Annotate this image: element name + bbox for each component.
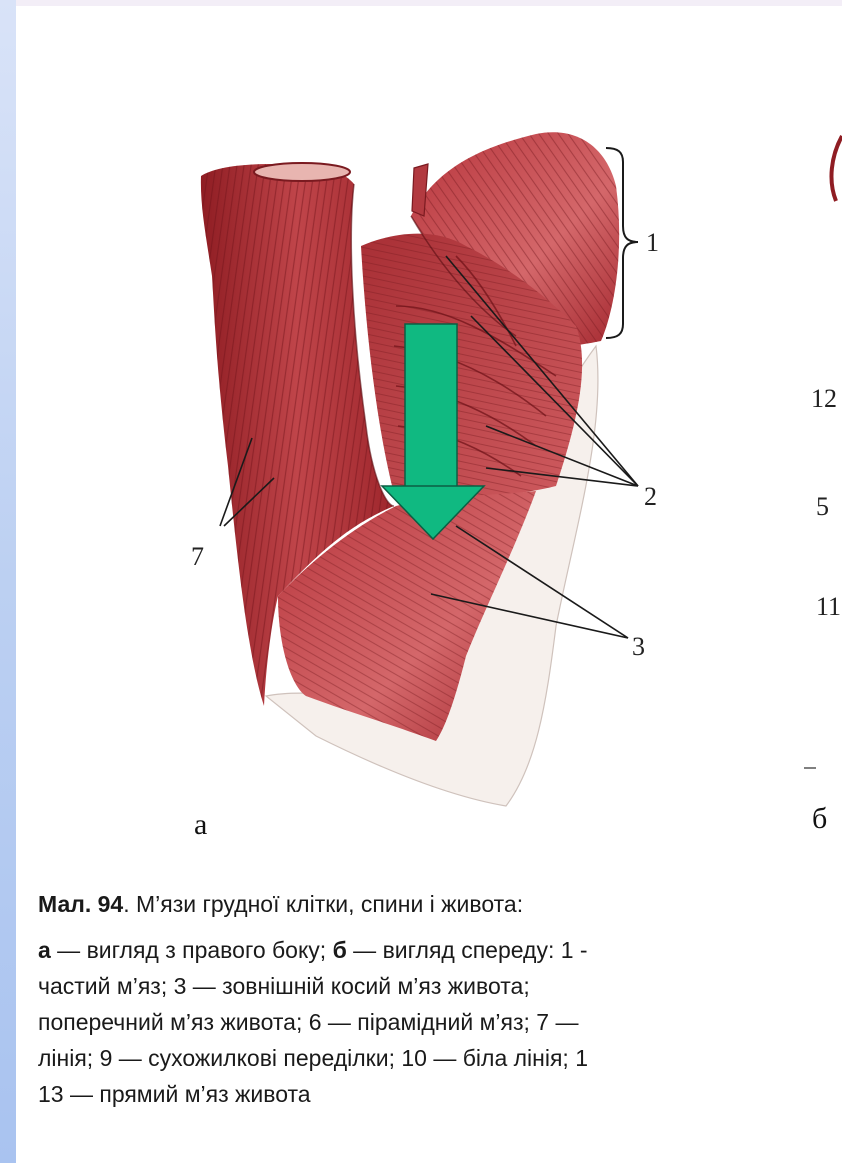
- figure-caption: Мал. 94. М’язи грудної клітки, спини і ж…: [38, 886, 842, 1112]
- label-2: 2: [644, 482, 657, 512]
- label-5: 5: [816, 492, 829, 522]
- caption-line-1: а — вигляд з правого боку; б — вигляд сп…: [38, 932, 842, 968]
- label-1: 1: [646, 228, 659, 258]
- label-7: 7: [191, 542, 204, 572]
- anatomy-figure: 1 2 3 7 12 5 11 а б: [16, 6, 842, 866]
- textbook-page: 1 2 3 7 12 5 11 а б Мал. 94. М’язи грудн…: [16, 6, 842, 1163]
- panel-label-a: а: [194, 808, 207, 842]
- caption-line-4: лінія; 9 — сухожилкові переділки; 10 — б…: [38, 1040, 842, 1076]
- caption-view-b: б: [333, 937, 347, 963]
- slide-left-border: [0, 0, 16, 1163]
- caption-title-text: . М’язи грудної клітки, спини і живота:: [123, 891, 523, 917]
- caption-view-a-text: — вигляд з правого боку;: [51, 937, 333, 963]
- right-panel-fragment: [831, 136, 842, 201]
- panel-label-b: б: [812, 802, 827, 836]
- caption-title: Мал. 94. М’язи грудної клітки, спини і ж…: [38, 886, 842, 922]
- muscle-illustration: [16, 6, 842, 866]
- label-3: 3: [632, 632, 645, 662]
- caption-line-3: поперечний м’яз живота; 6 — пірамідний м…: [38, 1004, 842, 1040]
- muscle-cut-top: [254, 163, 350, 181]
- caption-line-5: 13 — прямий м’яз живота: [38, 1076, 842, 1112]
- caption-figure-number: Мал. 94: [38, 891, 123, 917]
- caption-view-a: а: [38, 937, 51, 963]
- caption-line-2: частий м’яз; 3 — зовнішній косий м’яз жи…: [38, 968, 842, 1004]
- label-12: 12: [811, 384, 837, 414]
- caption-view-b-text: — вигляд спереду: 1 -: [347, 937, 588, 963]
- label-11: 11: [816, 592, 841, 622]
